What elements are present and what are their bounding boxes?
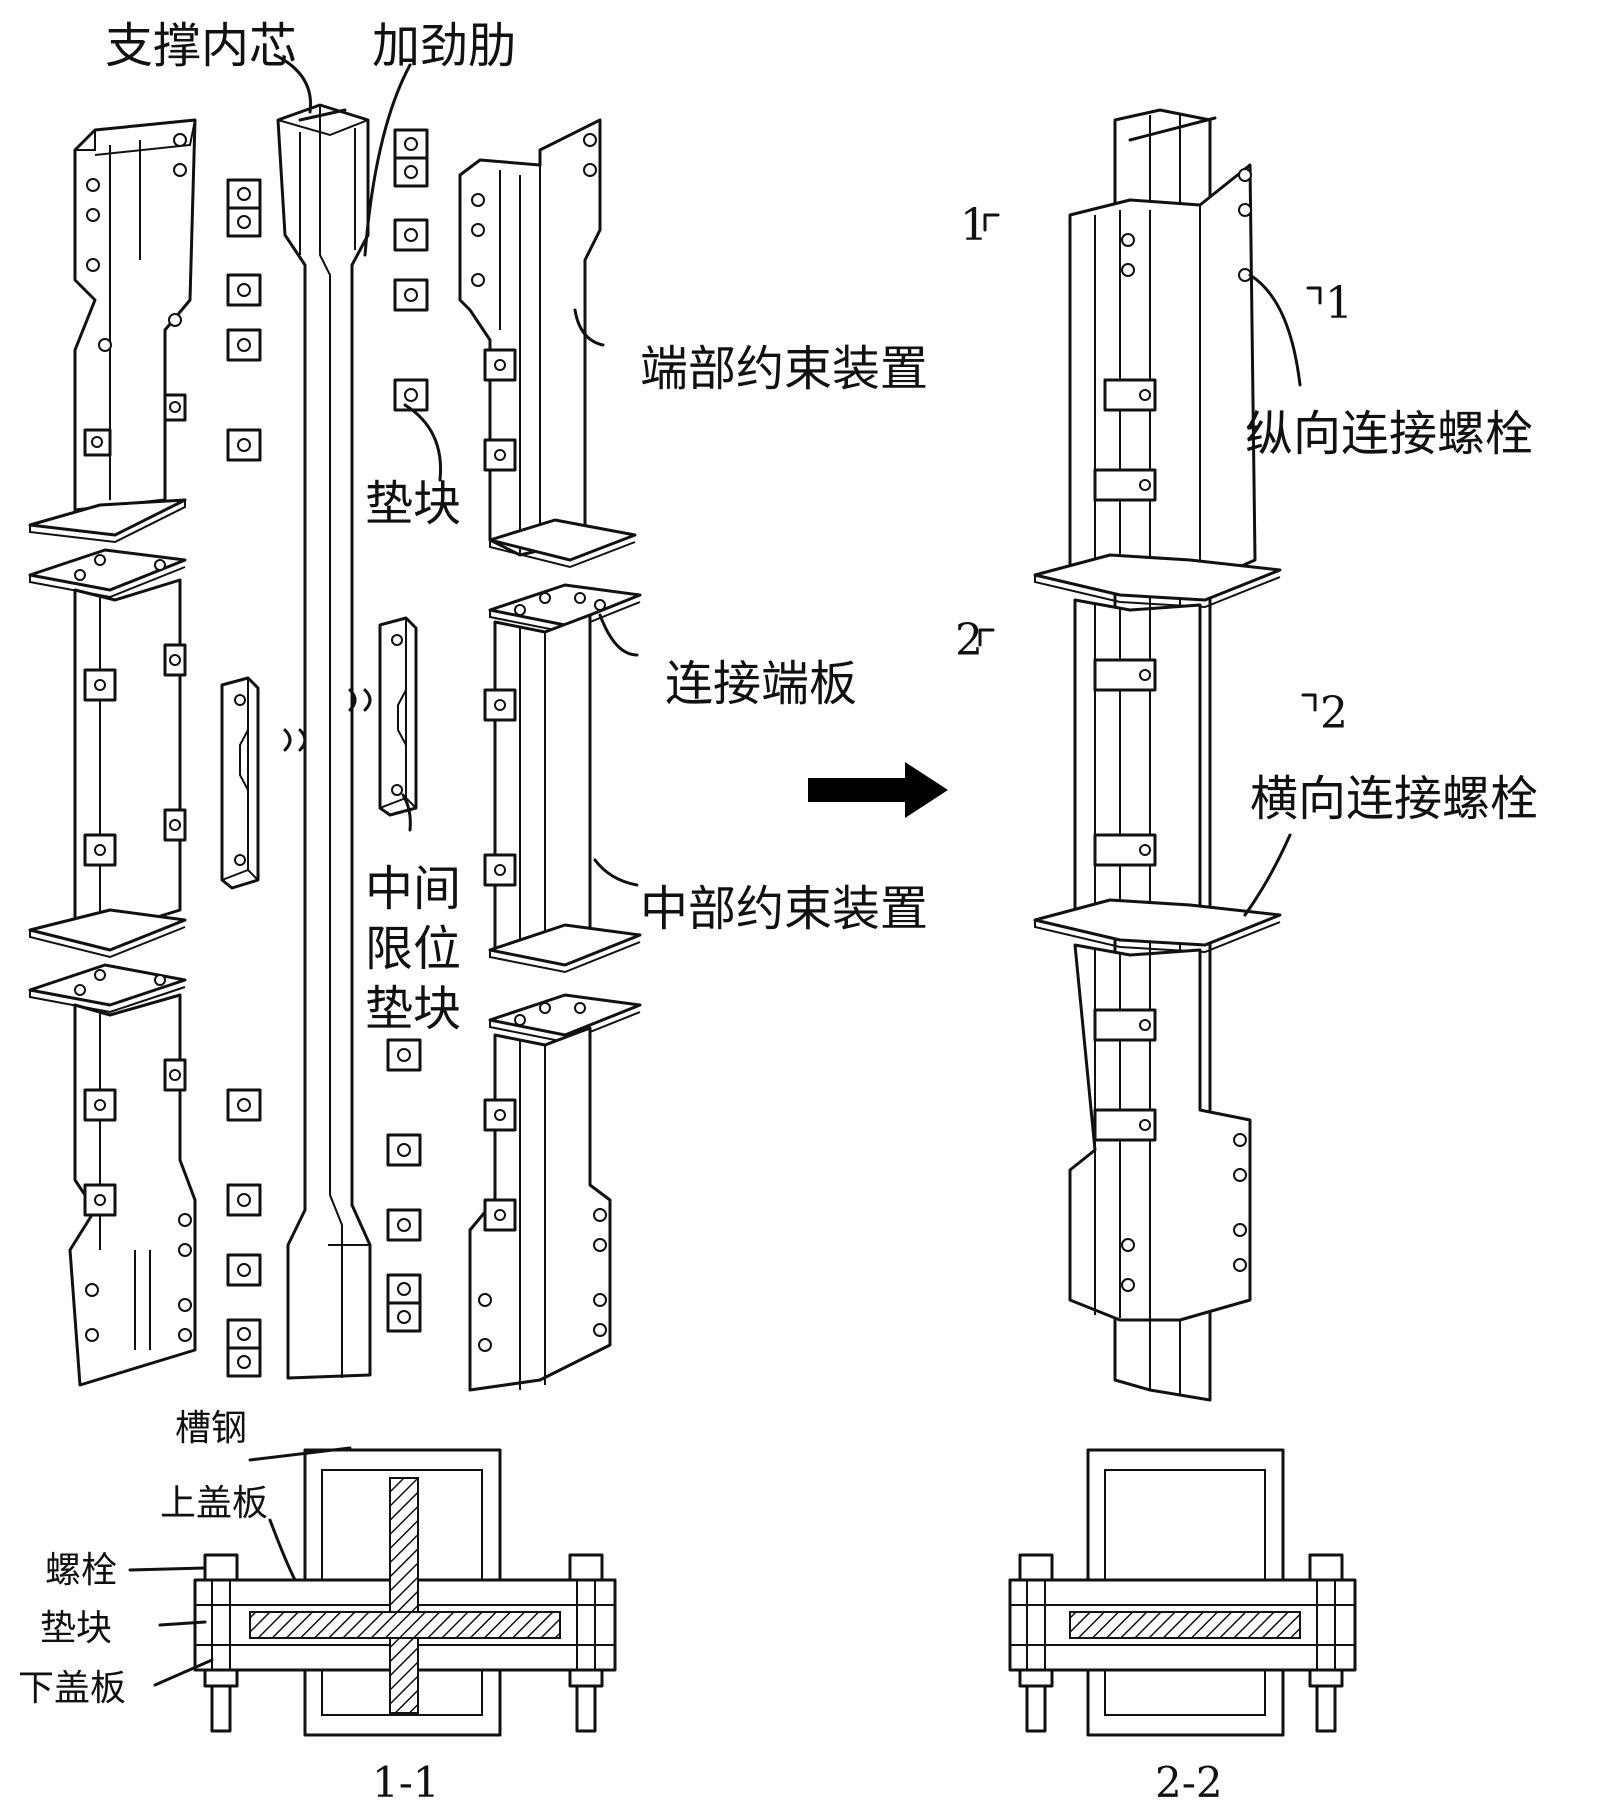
- cut2-left-label: 2: [955, 615, 983, 666]
- label-transverse-bolt: 横向连接螺栓: [1250, 771, 1538, 827]
- right-bottom-end-restraint: [468, 993, 642, 1392]
- left-middle-restraint: [28, 548, 187, 959]
- right-top-end-plate: [488, 583, 642, 634]
- filler-block: [226, 428, 262, 462]
- filler-block: [226, 1318, 262, 1378]
- filler-block: [393, 278, 429, 312]
- left-top-end-restraint: [73, 118, 197, 512]
- label-middle-stop-block-2: 限位: [365, 921, 461, 977]
- label-filler-block: 垫块: [365, 476, 461, 532]
- section-2-2: 2-2: [1008, 1448, 1357, 1807]
- filler-block: [393, 378, 429, 412]
- filler-block: [386, 1208, 422, 1242]
- right-arrow-icon: [808, 762, 948, 818]
- label-middle-stop-block-1: 中间: [365, 861, 461, 917]
- section-label-filler: 垫块: [40, 1608, 112, 1649]
- label-longitudinal-bolt: 纵向连接螺栓: [1245, 406, 1533, 462]
- label-end-restraint: 端部约束装置: [640, 341, 928, 397]
- right-filler-blocks: [378, 128, 429, 1333]
- filler-block: [226, 328, 262, 362]
- section-cut-marks: 1 1 2 2: [955, 200, 1353, 739]
- filler-block: [226, 178, 262, 238]
- cut2-right-mark: [1301, 693, 1317, 712]
- filler-block: [226, 1183, 262, 1217]
- section-label-top-plate: 上盖板: [160, 1483, 268, 1524]
- middle-stop-block-right: [378, 616, 418, 817]
- cut1-right-label: 1: [1325, 278, 1353, 329]
- cut2-left-mark: [978, 628, 995, 647]
- label-end-plate: 连接端板: [665, 656, 857, 712]
- filler-block: [386, 1273, 422, 1333]
- filler-block: [226, 1088, 262, 1122]
- filler-block: [386, 1133, 422, 1167]
- cut2-right-label: 2: [1320, 688, 1348, 739]
- section-title-1-1: 1-1: [372, 1758, 440, 1807]
- cut1-left-label: 1: [960, 200, 988, 251]
- left-filler-blocks: [220, 178, 262, 1378]
- middle-stop-block-left: [220, 676, 260, 890]
- label-middle-restraint: 中部约束装置: [640, 881, 928, 937]
- filler-block: [226, 273, 262, 307]
- section-label-channel: 槽钢: [175, 1408, 247, 1449]
- section-title-2-2: 2-2: [1155, 1758, 1223, 1807]
- label-core: 支撑内芯: [105, 18, 297, 74]
- leader-lines: [273, 53, 1302, 917]
- section-label-bottom-plate: 下盖板: [18, 1668, 126, 1709]
- right-top-end-restraint: [458, 118, 637, 569]
- left-top-end-plate: [28, 498, 187, 544]
- label-middle-stop-block-3: 垫块: [365, 981, 461, 1037]
- brace-core: [276, 103, 372, 1380]
- filler-block: [393, 218, 429, 252]
- cut1-left-mark: [983, 213, 1000, 232]
- cut1-right-mark: [1306, 286, 1322, 305]
- filler-block: [393, 128, 429, 188]
- filler-block: [386, 1038, 422, 1072]
- right-middle-restraint: [483, 613, 642, 974]
- section-label-bolt: 螺栓: [45, 1550, 117, 1591]
- section-1-1: 槽钢 上盖板 螺栓 垫块 下盖板 1-1: [18, 1408, 617, 1807]
- label-stiffener: 加劲肋: [372, 18, 516, 74]
- labels: 支撑内芯 加劲肋 端部约束装置 垫块 连接端板 中间 限位 垫块 中部约束装置 …: [105, 18, 1538, 1037]
- assembled-brace: [1033, 108, 1282, 1402]
- left-bottom-end-restraint: [28, 963, 197, 1387]
- filler-block: [226, 1253, 262, 1287]
